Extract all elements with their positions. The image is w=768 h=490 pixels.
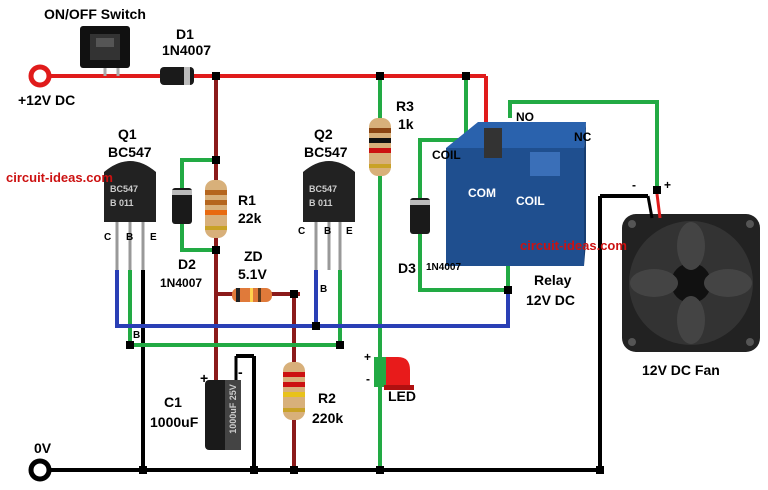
d1-part: 1N4007 xyxy=(162,42,212,58)
ground-wires xyxy=(40,194,648,472)
q2-part: BC547 xyxy=(304,144,348,160)
d2-part: 1N4007 xyxy=(160,276,203,290)
q1-collector-pin: C xyxy=(104,232,112,243)
led-plus: + xyxy=(364,350,372,364)
r2-name: R2 xyxy=(318,390,336,406)
q2-body-line2: B 011 xyxy=(309,198,333,208)
q2-collector-pin: C xyxy=(298,226,306,237)
watermark-left: circuit-ideas.com xyxy=(6,170,113,185)
c1-capacitor-icon xyxy=(205,356,241,450)
c1-value: 1000uF xyxy=(150,414,199,430)
d3-name: D3 xyxy=(398,260,416,276)
q2-transistor-icon xyxy=(303,161,355,270)
r2-resistor-icon xyxy=(283,362,305,420)
zd-value: 5.1V xyxy=(238,266,267,282)
q2-emitter-pin: E xyxy=(346,226,353,237)
q1-part: BC547 xyxy=(108,144,152,160)
relay-coil-bottom: COIL xyxy=(516,194,545,208)
fan-minus: - xyxy=(632,178,636,192)
r3-resistor-icon xyxy=(369,118,391,176)
c1-name: C1 xyxy=(164,394,182,410)
switch-label: ON/OFF Switch xyxy=(44,6,146,22)
fan-plus: + xyxy=(664,178,672,192)
zener-diode-icon xyxy=(232,288,272,302)
led-minus: - xyxy=(366,372,370,386)
r3-name: R3 xyxy=(396,98,414,114)
switch-icon xyxy=(80,26,130,76)
d1-diode-icon xyxy=(160,67,194,85)
q2-body-line1: BC547 xyxy=(309,184,338,194)
relay-nc: NC xyxy=(574,130,592,144)
relay-coil-top: COIL xyxy=(432,148,461,162)
q1-body-line2: B 011 xyxy=(110,198,134,208)
led-icon xyxy=(374,357,414,390)
ground-terminal-icon xyxy=(28,458,52,482)
d3-part: 1N4007 xyxy=(426,262,462,273)
q1-base-pin: B xyxy=(126,232,134,243)
q1-base-mark: B xyxy=(133,330,141,341)
relay-com: COM xyxy=(468,186,496,200)
q2-name: Q2 xyxy=(314,126,333,142)
q1-body-line1: BC547 xyxy=(110,184,139,194)
d1-name: D1 xyxy=(176,26,194,42)
c1-minus: - xyxy=(238,364,243,380)
q2-base-mark: B xyxy=(320,284,328,295)
r1-value: 22k xyxy=(238,210,262,226)
r1-name: R1 xyxy=(238,192,256,208)
d2-diode-icon xyxy=(172,188,192,224)
d2-name: D2 xyxy=(178,256,196,272)
fan-label: 12V DC Fan xyxy=(642,362,720,378)
relay-no: NO xyxy=(516,110,534,124)
r1-resistor-icon xyxy=(205,180,227,238)
relay-rating: 12V DC xyxy=(526,292,576,308)
c1-plus: + xyxy=(200,370,209,386)
watermark-relay: circuit-ideas.com xyxy=(520,238,627,253)
d3-diode-icon xyxy=(410,198,430,234)
q2-base-pin: B xyxy=(324,226,332,237)
led-label: LED xyxy=(388,388,416,404)
relay-icon xyxy=(446,122,586,266)
zd-name: ZD xyxy=(244,248,263,264)
q1-transistor-icon xyxy=(104,161,156,270)
r3-value: 1k xyxy=(398,116,414,132)
c1-body-text: 1000uF 25V xyxy=(227,384,238,434)
fan-icon xyxy=(622,193,760,352)
supply-label: +12V DC xyxy=(18,92,76,108)
q1-emitter-pin: E xyxy=(150,232,157,243)
ground-label: 0V xyxy=(34,440,52,456)
supply-terminal-icon xyxy=(28,64,52,88)
q1-name: Q1 xyxy=(118,126,137,142)
relay-name: Relay xyxy=(534,272,572,288)
r2-value: 220k xyxy=(312,410,344,426)
